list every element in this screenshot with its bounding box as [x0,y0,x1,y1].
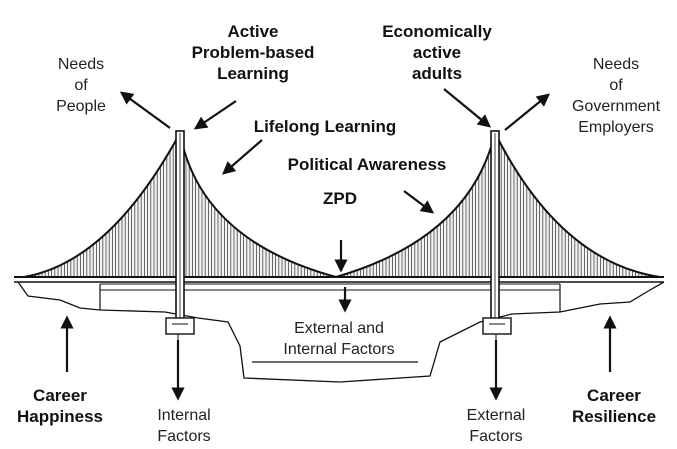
center-right-cable [335,132,496,278]
label-political-awareness: Political Awareness [287,155,447,174]
center-left-cable [179,132,337,278]
label-internal-factors: Internal Factors [157,407,211,445]
label-economically-active: Economically active adults [382,22,492,83]
label-external-internal-factors: External and Internal Factors [283,320,395,358]
right-main-cable [494,132,661,278]
arrow-needs-government [504,93,551,131]
label-lifelong-learning: Lifelong Learning [253,117,397,136]
label-needs-of-government: Needs of Government Employers [571,56,661,136]
label-active-learning: Active Problem-based Learning [191,22,315,83]
label-career-resilience: Career Resilience [571,386,657,426]
label-career-happiness: Career Happiness [17,386,103,426]
arrow-economically-active [443,88,492,128]
arrow-lifelong-learning [222,139,263,175]
arrow-active-learning [193,100,237,130]
label-external-factors: External Factors [466,407,526,445]
ground-profile [17,281,665,383]
left-tower [165,130,195,340]
right-tower [482,130,512,340]
arrow-needs-of-people [119,91,171,129]
label-zpd: ZPD [323,189,357,208]
bridge-deck [14,276,664,312]
arrow-political-awareness [403,190,435,214]
label-needs-of-people: Needs of People [56,56,106,115]
left-main-cable [23,132,181,278]
